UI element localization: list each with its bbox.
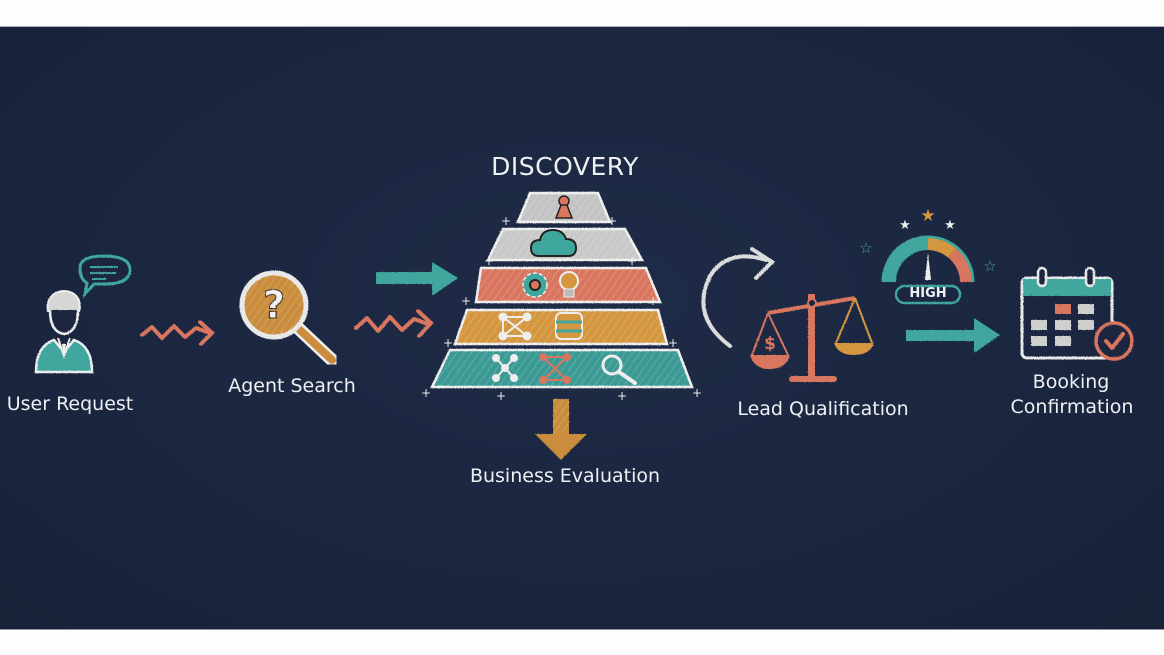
sparkle-icons: + + + + + + + + + + + + [421,214,702,403]
svg-text:☆: ☆ [983,257,996,275]
svg-text:+: + [461,294,471,308]
svg-text:+: + [484,254,494,268]
balance-scale-icon: $ [750,294,874,382]
svg-text:+: + [501,214,511,228]
zigzag-arrow-icon [140,320,215,346]
star-icons: ★ ★ ★ ☆ ☆ [859,206,996,275]
svg-text:+: + [443,336,453,350]
magnifier-question-icon: ? [239,270,339,367]
step-label-booking: Booking [1032,371,1110,393]
cloud-icon [529,228,578,257]
calendar-check-icon [1020,266,1134,361]
step-label-user-request: User Request [6,393,134,415]
svg-text:☆: ☆ [859,239,872,257]
database-icon [555,312,583,340]
step-label-confirmation: Confirmation [1010,396,1134,418]
down-arrow-icon [535,399,587,460]
lightbulb-icon [559,271,579,298]
svg-text:★: ★ [944,218,956,233]
teal-arrow-icon [376,262,458,296]
step-label-lead-qualification: Lead Qualification [737,398,909,420]
svg-text:+: + [617,389,627,403]
search-icon [601,354,637,385]
pyramid-title: DISCOVERY [491,152,639,181]
svg-text:★: ★ [899,218,911,233]
keyhole-icon [554,195,574,219]
gauge-label: HIGH [909,286,947,301]
curved-arrow-icon [701,247,776,348]
gauge-icon [881,235,975,305]
svg-text:?: ? [263,283,285,327]
network-icon [539,353,571,384]
step-label-agent-search: Agent Search [228,375,356,397]
step-label-business-evaluation: Business Evaluation [469,465,661,487]
svg-text:+: + [607,214,617,228]
svg-text:+: + [648,294,658,308]
teal-arrow-icon [906,318,1000,353]
network-icon [498,312,532,341]
svg-text:+: + [421,386,431,400]
svg-text:+: + [627,254,637,268]
svg-text:★: ★ [920,206,935,226]
molecule-icon [492,354,518,382]
gear-icon [522,272,548,298]
svg-text:+: + [496,389,506,403]
zigzag-arrow-icon [354,309,434,338]
user-speech-icon [34,254,132,374]
svg-text:$: $ [764,334,776,354]
svg-text:+: + [692,386,702,400]
svg-text:+: + [668,336,678,350]
